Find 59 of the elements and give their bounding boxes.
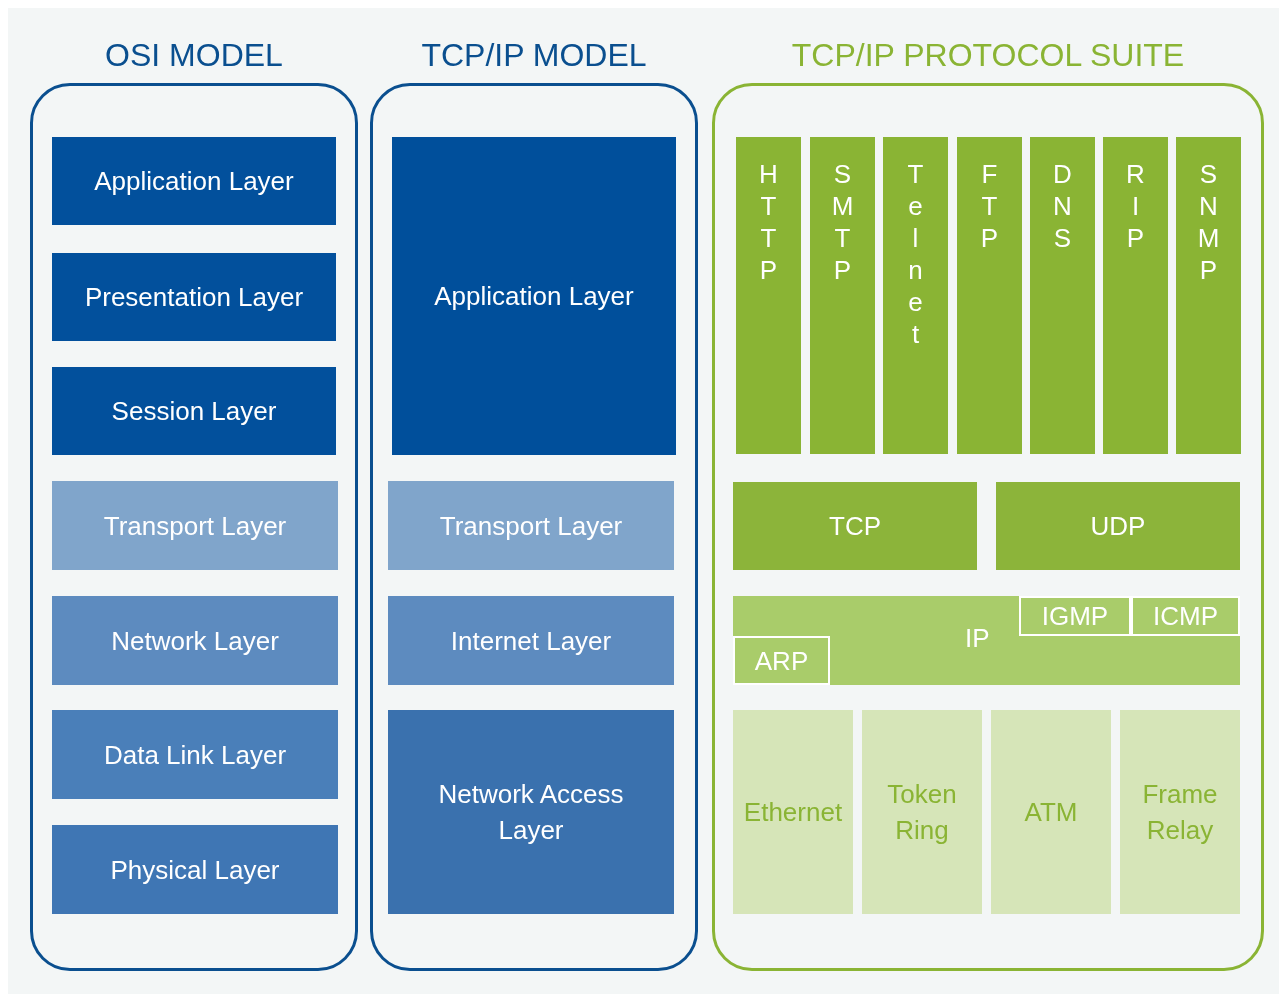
layer-box — [388, 481, 674, 570]
layer-label: Application Layer — [94, 165, 294, 198]
layer-label: Transport Layer — [103, 509, 287, 543]
panel-heading: TCP/IP PROTOCOL SUITE — [790, 36, 1186, 75]
layer-label: ICMP — [1153, 600, 1218, 633]
protocol-box — [1019, 596, 1131, 636]
layer-label: Data Link Layer — [103, 738, 287, 772]
protocol-bar — [1030, 137, 1095, 454]
layer-box — [52, 710, 338, 799]
layer-box — [388, 710, 674, 914]
protocol-bar — [1176, 137, 1241, 454]
panel-heading: OSI MODEL — [104, 36, 284, 75]
layer-label: Ethernet — [742, 796, 844, 829]
layer-box — [52, 137, 336, 225]
panel-heading: TCP/IP MODEL — [420, 36, 648, 75]
protocol-label: HTTP — [755, 159, 782, 287]
link-protocol-box — [1120, 710, 1240, 914]
layer-box — [388, 596, 674, 685]
layer-label: Transport Layer — [439, 509, 623, 543]
layer-label: Frame Relay — [1141, 778, 1219, 847]
layer-label: TCP — [829, 510, 881, 543]
layer-box — [52, 481, 338, 570]
layer-box — [392, 137, 676, 455]
protocol-label: SNMP — [1195, 159, 1222, 287]
protocol-bar — [810, 137, 875, 454]
protocol-bar — [736, 137, 801, 454]
layer-label: Physical Layer — [110, 853, 280, 887]
protocol-box — [733, 596, 1240, 685]
protocol-bar — [957, 137, 1022, 454]
protocol-box — [1131, 596, 1240, 636]
protocol-label: SMTP — [829, 159, 856, 287]
protocol-label: DNS — [1049, 159, 1076, 255]
protocol-bar — [883, 137, 948, 454]
layer-label: Token Ring — [886, 778, 958, 847]
layer-label: Presentation Layer — [84, 281, 304, 314]
protocol-label: Telnet — [902, 159, 929, 351]
link-protocol-box — [733, 710, 853, 914]
layer-box — [52, 367, 336, 455]
layer-label: ATM — [1023, 796, 1079, 829]
link-protocol-box — [991, 710, 1111, 914]
layer-label: Internet Layer — [450, 624, 612, 658]
protocol-label: RIP — [1122, 159, 1149, 255]
protocol-box — [733, 636, 830, 685]
layer-label: Session Layer — [111, 395, 277, 428]
link-protocol-box — [862, 710, 982, 914]
layer-box — [52, 253, 336, 341]
layer-label: Network Layer — [111, 624, 279, 658]
protocol-bar — [1103, 137, 1168, 454]
layer-box — [733, 482, 977, 570]
protocol-label: FTP — [976, 159, 1003, 255]
layer-label: Network Access Layer — [437, 778, 625, 847]
layer-box — [996, 482, 1240, 570]
layer-label: IGMP — [1041, 600, 1109, 633]
layer-box — [52, 596, 338, 685]
layer-label: ARP — [754, 644, 809, 678]
layer-label: UDP — [1090, 510, 1146, 543]
layer-label: IP — [965, 622, 990, 655]
layer-label: Application Layer — [433, 280, 635, 313]
layer-box — [52, 825, 338, 914]
